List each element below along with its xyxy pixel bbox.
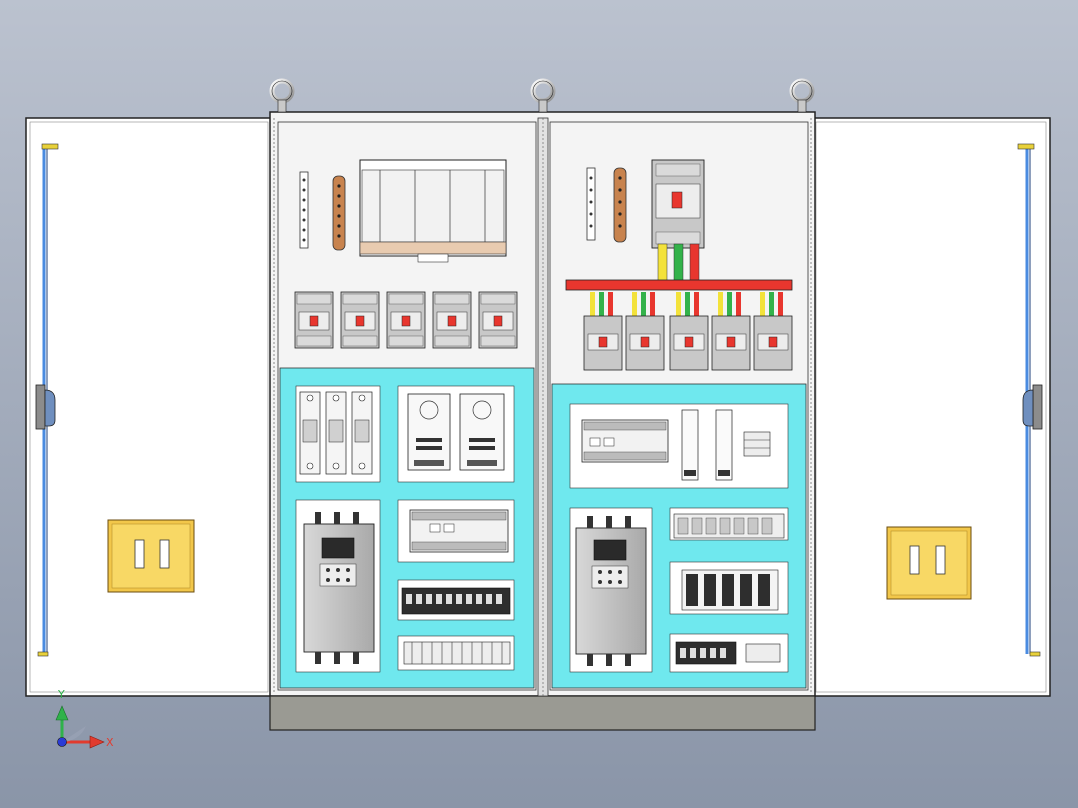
z-axis-origin — [57, 737, 67, 747]
right-breaker-1[interactable] — [583, 292, 623, 371]
relay-module-2[interactable] — [715, 409, 733, 481]
left-bay-lower — [279, 367, 535, 689]
main-load-switch[interactable] — [359, 159, 507, 263]
terminal-block-strip-left-1[interactable] — [401, 587, 511, 615]
left-breaker-row — [294, 291, 518, 349]
y-axis-label: Y — [57, 688, 65, 701]
contactor-row[interactable] — [673, 513, 785, 539]
x-axis-label: X — [106, 736, 114, 749]
cabinet-plinth — [269, 695, 816, 731]
right-breaker-3[interactable] — [669, 292, 709, 371]
variable-frequency-drive-right[interactable] — [575, 516, 647, 666]
ground-terminal-bar-left[interactable] — [299, 171, 309, 249]
left-breaker-4[interactable] — [432, 291, 472, 349]
right-door-document-pocket — [886, 526, 972, 600]
fuse-holder-3[interactable] — [351, 391, 373, 475]
left-breaker-5[interactable] — [478, 291, 518, 349]
left-breaker-2[interactable] — [340, 291, 380, 349]
lifting-eye-center — [530, 78, 556, 113]
phase-leads — [657, 243, 700, 283]
main-incoming-breaker[interactable] — [651, 159, 705, 249]
right-breaker-row — [583, 292, 793, 371]
power-supply-2[interactable] — [459, 393, 505, 471]
left-door[interactable] — [25, 117, 273, 697]
right-breaker-4[interactable] — [711, 292, 751, 371]
terminal-block-strip-right[interactable] — [675, 641, 781, 665]
left-breaker-1[interactable] — [294, 291, 334, 349]
right-breaker-5[interactable] — [753, 292, 793, 371]
distribution-busbar[interactable] — [565, 279, 793, 291]
right-breaker-2[interactable] — [625, 292, 665, 371]
terminal-block-small[interactable] — [743, 431, 771, 457]
power-supply-1[interactable] — [407, 393, 451, 471]
variable-frequency-drive-left[interactable] — [303, 512, 375, 664]
fuse-holder-1[interactable] — [299, 391, 321, 475]
relay-module-1[interactable] — [681, 409, 699, 481]
lifting-eye-right — [789, 78, 815, 113]
terminal-block-strip-left-2[interactable] — [403, 641, 511, 665]
coordinate-triad: Y X — [55, 688, 114, 749]
right-door[interactable] — [811, 117, 1051, 697]
left-bay-upper — [294, 159, 518, 349]
ground-terminal-bar-right[interactable] — [586, 167, 596, 241]
lifting-eye-left — [269, 78, 295, 113]
plc-module-right[interactable] — [581, 419, 669, 463]
relay-bank[interactable] — [681, 569, 779, 611]
right-door-handle-rod[interactable] — [1017, 143, 1043, 657]
copper-neutral-bar-right[interactable] — [613, 167, 627, 243]
fuse-holder-2[interactable] — [325, 391, 347, 475]
left-door-document-pocket — [107, 519, 195, 593]
fuse-holder-group — [299, 391, 373, 475]
right-bay-lower — [551, 383, 807, 689]
left-door-handle-rod[interactable] — [35, 143, 59, 657]
plc-module-left[interactable] — [409, 509, 509, 553]
left-breaker-3[interactable] — [386, 291, 426, 349]
right-bay-upper — [565, 159, 793, 371]
copper-neutral-bar-left[interactable] — [332, 175, 346, 251]
